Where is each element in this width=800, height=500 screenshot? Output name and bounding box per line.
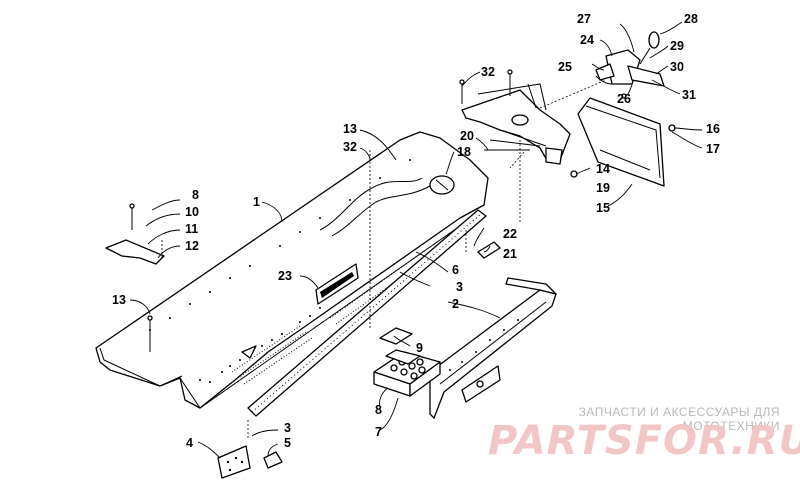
callout-31: 31 — [682, 88, 696, 102]
callout-3-lower: 3 — [284, 421, 291, 435]
callout-16: 16 — [706, 122, 720, 136]
tunnel-cover — [95, 131, 489, 409]
callout-26: 26 — [617, 92, 631, 106]
plate-4 — [217, 445, 251, 479]
callout-22: 22 — [503, 227, 517, 241]
snow-flap — [577, 97, 665, 187]
callout-4: 4 — [186, 436, 193, 450]
callout-25: 25 — [558, 60, 572, 74]
callout-3-upper: 3 — [456, 280, 463, 294]
callout-labels: 1 2 3 3 4 5 6 7 8 8 9 10 11 12 13 13 14 … — [112, 12, 720, 450]
callout-24: 24 — [580, 33, 594, 47]
callout-12: 12 — [185, 239, 199, 253]
leader-lines — [129, 21, 703, 459]
callout-14: 14 — [596, 162, 610, 176]
callout-21: 21 — [503, 247, 517, 261]
watermark-logo: PARTSFOR.RU — [488, 418, 800, 464]
callout-32-left: 32 — [343, 140, 357, 154]
callout-7: 7 — [375, 425, 382, 439]
callout-20: 20 — [460, 129, 474, 143]
callout-13-top: 13 — [343, 122, 357, 136]
callout-30: 30 — [670, 60, 684, 74]
callout-27: 27 — [577, 12, 591, 26]
callout-8-bottom: 8 — [375, 403, 382, 417]
clip-5 — [263, 451, 283, 469]
callout-18: 18 — [457, 145, 471, 159]
hitch-assembly — [595, 31, 665, 87]
callout-19: 19 — [596, 181, 610, 195]
callout-1: 1 — [253, 195, 260, 209]
callout-9: 9 — [416, 341, 423, 355]
callout-10: 10 — [185, 205, 199, 219]
watermark-caption: ЗАПЧАСТИ И АКСЕССУАРЫ ДЛЯ МОТОТЕХНИКИ — [578, 405, 780, 433]
callout-32-top: 32 — [481, 65, 495, 79]
alignment-lines — [161, 79, 607, 440]
rear-bumper — [429, 277, 557, 419]
callout-17: 17 — [706, 142, 720, 156]
callout-6: 6 — [452, 263, 459, 277]
hitch-bracket — [461, 83, 571, 165]
bracket-9 — [379, 327, 413, 345]
callout-28: 28 — [684, 12, 698, 26]
callout-13-left: 13 — [112, 293, 126, 307]
decal — [315, 263, 359, 305]
callout-5: 5 — [284, 436, 291, 450]
step-plate — [373, 349, 441, 397]
slide-rail — [247, 209, 487, 417]
callout-2: 2 — [452, 297, 459, 311]
plate-21 — [477, 241, 501, 259]
bracket-12 — [105, 239, 165, 265]
callout-29: 29 — [670, 39, 684, 53]
callout-15: 15 — [596, 201, 610, 215]
callout-8-left: 8 — [192, 188, 199, 202]
callout-11: 11 — [185, 222, 198, 236]
callout-23: 23 — [278, 269, 292, 283]
